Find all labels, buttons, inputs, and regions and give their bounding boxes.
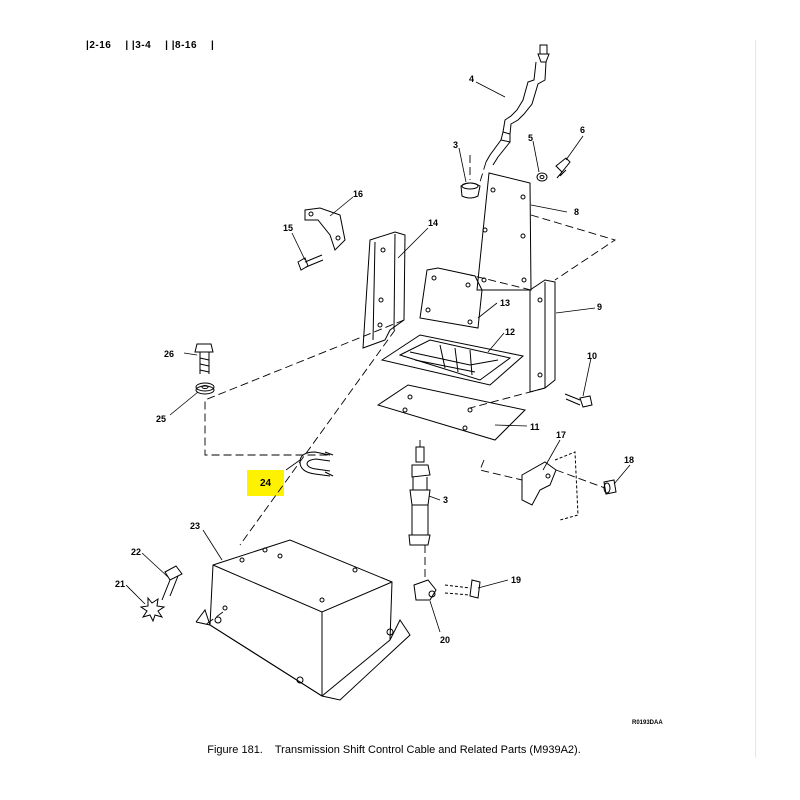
bolt-26 — [194, 343, 214, 374]
callout-15: 15 — [283, 223, 293, 233]
shift-cable-upper — [485, 44, 550, 166]
callout-21: 21 — [115, 579, 125, 589]
ref-link-8-16[interactable]: 8-16 — [175, 40, 198, 51]
washer-25 — [195, 382, 215, 395]
shift-tower-cover — [195, 539, 411, 701]
callout-22: 22 — [131, 547, 141, 557]
cable-clip — [521, 461, 557, 506]
callout-11: 11 — [530, 422, 540, 432]
callout-3-lower: 3 — [443, 495, 448, 505]
callout-24-highlighted[interactable]: 24 — [259, 477, 272, 489]
cotter-pin — [444, 579, 481, 599]
callout-19: 19 — [511, 575, 521, 585]
callout-6: 6 — [580, 125, 585, 135]
callout-highlight — [247, 470, 284, 496]
shift-cable-lower — [408, 446, 431, 546]
callout-25: 25 — [156, 414, 166, 424]
figure-number: Figure 181. — [207, 744, 263, 756]
callout-16: 16 — [353, 189, 363, 199]
callout-26: 26 — [164, 349, 174, 359]
cover-plate — [476, 172, 532, 291]
callout-9: 9 — [597, 302, 602, 312]
figure-title: Transmission Shift Control Cable and Rel… — [274, 744, 581, 756]
callout-5: 5 — [528, 133, 533, 143]
star-washer-21 — [139, 596, 166, 623]
shift-mechanism — [380, 334, 525, 386]
base-gasket — [376, 384, 527, 441]
ref-link-3-4[interactable]: 3-4 — [135, 40, 152, 51]
callout-3-upper: 3 — [453, 140, 458, 150]
side-bracket-right — [529, 279, 556, 393]
grommet — [460, 182, 481, 199]
callout-20: 20 — [440, 635, 450, 645]
bracket-bolt — [297, 254, 324, 271]
assembly-lines — [204, 155, 617, 626]
washer-and-screw — [536, 157, 571, 182]
drawing-code: R0193DAA — [632, 720, 663, 726]
clip-nut — [603, 479, 617, 495]
cross-reference-nav: |2-16| |3-4| |8-16| — [86, 40, 215, 51]
bolt-22 — [161, 565, 183, 601]
bolt-10 — [564, 393, 593, 408]
callout-17: 17 — [556, 430, 566, 440]
callout-18: 18 — [624, 455, 634, 465]
leader-lines — [125, 81, 631, 633]
callout-12: 12 — [505, 327, 515, 337]
u-bolt — [299, 451, 334, 477]
cable-clevis — [413, 579, 437, 601]
gasket-plate — [419, 267, 483, 329]
callout-23: 23 — [190, 521, 200, 531]
callout-8: 8 — [574, 207, 579, 217]
page-edge-rule — [755, 40, 756, 758]
figure-caption: Figure 181. Transmission Shift Control Ca… — [0, 744, 800, 756]
callout-numbers: 4 3 5 6 8 16 15 14 13 12 9 10 26 25 11 1… — [115, 74, 634, 645]
callout-14: 14 — [428, 218, 438, 228]
side-bracket-left — [362, 231, 406, 349]
callout-10: 10 — [587, 351, 597, 361]
callout-4: 4 — [469, 74, 474, 84]
frame-hatch — [554, 451, 579, 521]
callout-13: 13 — [500, 298, 510, 308]
mounting-bracket — [304, 207, 346, 251]
ref-link-2-16[interactable]: 2-16 — [89, 40, 112, 51]
